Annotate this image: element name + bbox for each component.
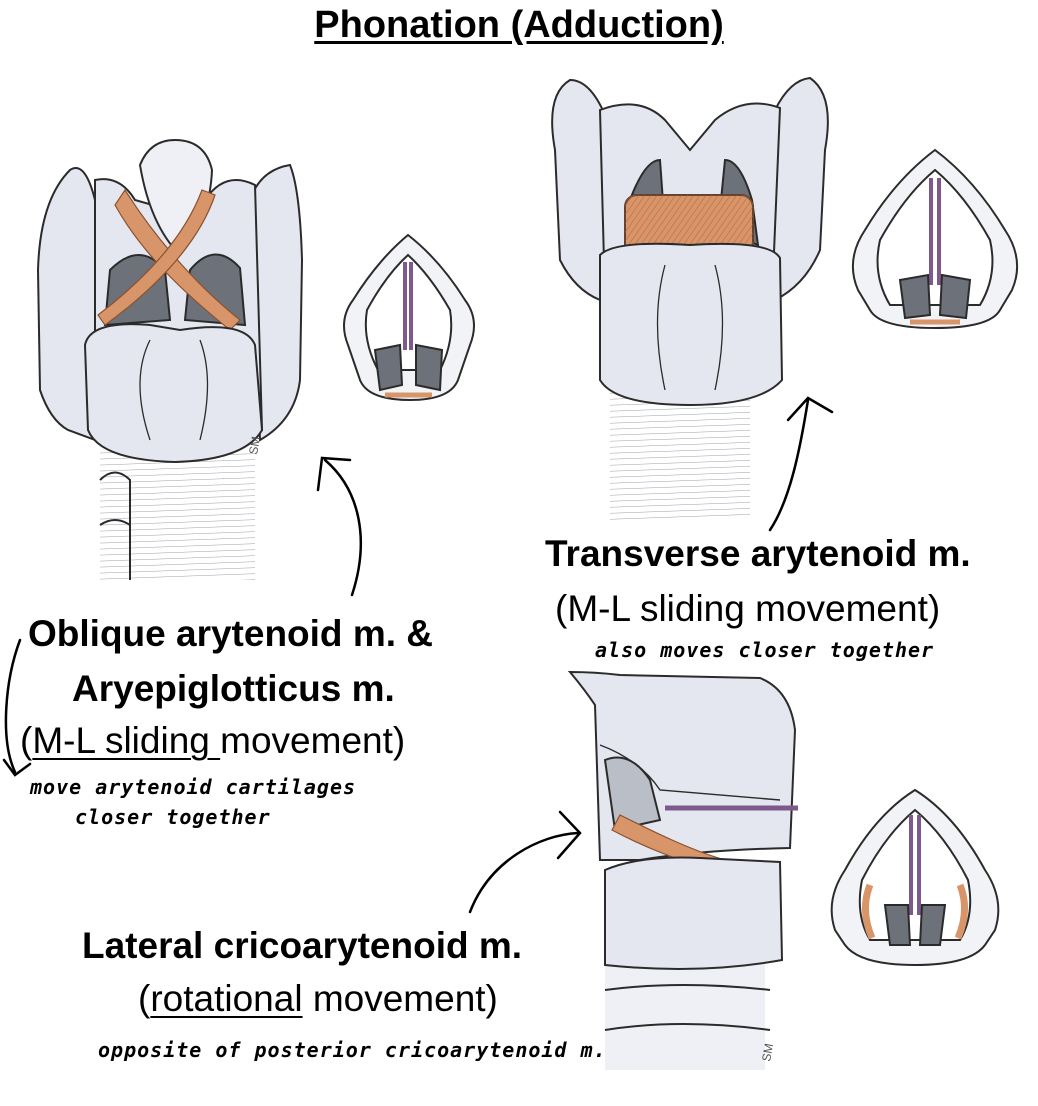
lateral-note: opposite of posterior cricoarytenoid m. <box>98 1038 607 1062</box>
arrowhead-lateral <box>556 810 582 860</box>
oblique-name-line1: Oblique arytenoid m. & <box>28 613 433 654</box>
arrowhead-transverse <box>786 396 834 422</box>
vocal-folds-view-1 <box>343 233 475 402</box>
vocal-folds-view-3 <box>830 788 1000 967</box>
transverse-note: also moves closer together <box>595 638 935 662</box>
artist-signature: SM <box>246 435 263 455</box>
arrow-transverse <box>768 398 810 532</box>
lateral-movement: (rotational movement) <box>138 978 498 1019</box>
vocal-folds-view-2 <box>851 148 1019 330</box>
oblique-note-line1: move arytenoid cartilages <box>30 775 357 799</box>
transverse-movement: (M-L sliding movement) <box>555 588 941 629</box>
arrow-oblique-left <box>4 638 22 774</box>
arrowhead-oblique <box>316 456 352 492</box>
page-title: Phonation (Adduction) <box>314 4 724 46</box>
transverse-name: Transverse arytenoid m. <box>545 533 971 574</box>
arrowhead-oblique-left <box>2 758 32 777</box>
larynx-posterior-transverse <box>551 76 829 520</box>
larynx-posterior-oblique <box>36 138 304 580</box>
oblique-name-line2: Aryepiglotticus m. <box>72 668 395 709</box>
artist-signature-2: SM <box>759 1042 776 1062</box>
arrow-lateral <box>468 831 580 914</box>
lateral-name: Lateral cricoarytenoid m. <box>82 925 523 966</box>
oblique-note-line2: closer together <box>75 805 271 829</box>
arrow-oblique <box>323 458 362 597</box>
oblique-movement: (M-L sliding movement) <box>20 720 406 761</box>
larynx-lateral <box>567 670 798 1070</box>
pointer-arrows <box>2 396 834 914</box>
